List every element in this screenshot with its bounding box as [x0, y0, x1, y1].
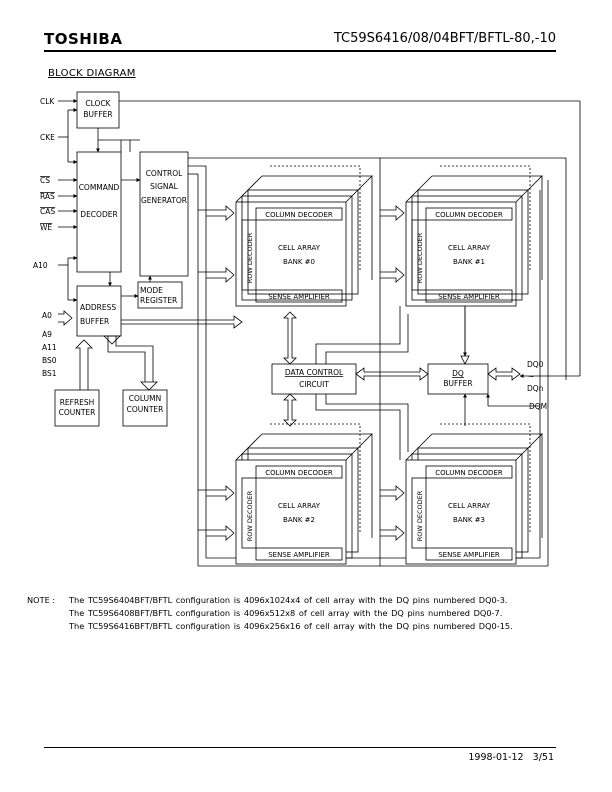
- bank-2-row-decoder: ROW DECODER: [246, 490, 254, 541]
- bank-0-name: BANK #0: [283, 258, 315, 266]
- label-dqn: DQn: [527, 384, 544, 393]
- control-signal-generator-box: [139, 151, 189, 277]
- bank-0-cell-array: CELL ARRAY: [278, 244, 321, 252]
- dq-buffer-box: [427, 363, 489, 395]
- label-tilde: ~: [528, 372, 534, 381]
- control-gen-line-3: GENERATOR: [141, 196, 187, 205]
- label-dq0: DQ0: [527, 360, 544, 369]
- part-number: TC59S6416/08/04BFT/BFTL-80,-10: [333, 31, 556, 46]
- mode-register-line-1: MODE: [140, 286, 163, 295]
- column-counter-line-1: COLUMN: [129, 394, 162, 403]
- bank-2-name: BANK #2: [283, 516, 315, 524]
- bank-2-sense-amplifier: SENSE AMPLIFIER: [268, 551, 330, 559]
- dq-buffer-line-1: DQ: [452, 369, 464, 378]
- data-control-line-1: DATA CONTROL: [285, 368, 344, 377]
- label-a10: A10: [33, 261, 48, 270]
- label-bs0: BS0: [42, 356, 57, 365]
- data-control-line-2: CIRCUIT: [299, 380, 329, 389]
- label-bs1: BS1: [42, 369, 57, 378]
- clock-buffer-line-2: BUFFER: [83, 110, 112, 119]
- section-title: BLOCK DIAGRAM: [48, 68, 136, 79]
- bank-3-cell-array: CELL ARRAY: [448, 502, 491, 510]
- label-a0: A0: [42, 311, 52, 320]
- column-counter-line-2: COUNTER: [127, 405, 164, 414]
- mode-register-line-2: REGISTER: [140, 296, 177, 305]
- note-line-2: The TC59S6408BFT/BFTL configuration is 4…: [69, 608, 503, 618]
- clock-buffer-line-1: CLOCK: [85, 99, 111, 108]
- bank-1-stack: [405, 165, 543, 307]
- address-buffer-line-1: ADDRESS: [80, 303, 116, 312]
- brand-logo: TOSHIBA: [44, 30, 123, 48]
- bank-1-row-decoder: ROW DECODER: [416, 232, 424, 283]
- bank-1-name: BANK #1: [453, 258, 485, 266]
- header-rule: [44, 50, 556, 52]
- bank-2-cell-array: CELL ARRAY: [278, 502, 321, 510]
- label-cas: CAS: [40, 207, 55, 216]
- label-dqm: DQM: [529, 402, 547, 411]
- command-decoder-line-2: DECODER: [80, 210, 117, 219]
- label-cke: CKE: [40, 133, 55, 142]
- label-we: WE: [40, 223, 52, 232]
- footer-rule: [44, 747, 556, 748]
- note-line-3: The TC59S6416BFT/BFTL configuration is 4…: [69, 621, 513, 631]
- bank-0-sense-amplifier: SENSE AMPLIFIER: [268, 293, 330, 301]
- footer-page: 3/51: [532, 752, 554, 763]
- footer: 1998-01-12 3/51: [468, 752, 554, 763]
- note-line-1: The TC59S6404BFT/BFTL configuration is 4…: [69, 595, 508, 605]
- control-gen-line-2: SIGNAL: [150, 182, 179, 191]
- label-cs: CS: [40, 176, 50, 185]
- bank-1-column-decoder: COLUMN DECODER: [435, 211, 503, 219]
- label-clk: CLK: [40, 97, 55, 106]
- bank-2-stack: [235, 423, 373, 565]
- label-a11: A11: [42, 343, 57, 352]
- bank-0-stack: [235, 165, 373, 307]
- bank-2-column-decoder: COLUMN DECODER: [265, 469, 333, 477]
- refresh-counter-line-1: REFRESH: [60, 398, 95, 407]
- address-buffer-box: [76, 285, 122, 337]
- footer-date: 1998-01-12: [468, 752, 524, 763]
- bank-3-column-decoder: COLUMN DECODER: [435, 469, 503, 477]
- refresh-counter-line-2: COUNTER: [59, 408, 96, 417]
- note-label: NOTE :: [27, 595, 56, 605]
- label-ras: RAS: [40, 192, 55, 201]
- bank-3-row-decoder: ROW DECODER: [416, 490, 424, 541]
- bank-0-column-decoder: COLUMN DECODER: [265, 211, 333, 219]
- bank-3-name: BANK #3: [453, 516, 485, 524]
- bank-1-cell-array: CELL ARRAY: [448, 244, 491, 252]
- bank-3-stack: [405, 423, 543, 565]
- bank-0-row-decoder: ROW DECODER: [246, 232, 254, 283]
- bank-1-sense-amplifier: SENSE AMPLIFIER: [438, 293, 500, 301]
- data-control-box: [271, 363, 357, 395]
- label-a9: A9: [42, 330, 52, 339]
- bank-3-sense-amplifier: SENSE AMPLIFIER: [438, 551, 500, 559]
- refresh-counter-box: [54, 389, 100, 427]
- column-counter-box: [122, 389, 168, 427]
- dq-buffer-line-2: BUFFER: [443, 379, 472, 388]
- command-decoder-line-1: COMMAND: [79, 183, 120, 192]
- control-gen-line-1: CONTROL: [146, 169, 183, 178]
- address-buffer-line-2: BUFFER: [80, 317, 109, 326]
